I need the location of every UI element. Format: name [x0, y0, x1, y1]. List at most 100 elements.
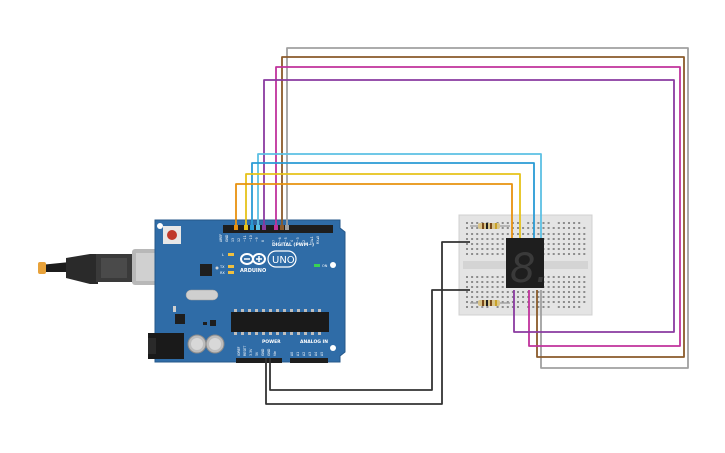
- breadboard-hole[interactable]: [578, 248, 581, 250]
- breadboard-hole[interactable]: [568, 253, 570, 255]
- breadboard-hole[interactable]: [568, 291, 570, 293]
- breadboard-hole[interactable]: [511, 296, 514, 298]
- breadboard-hole[interactable]: [557, 286, 560, 288]
- breadboard-hole[interactable]: [527, 222, 530, 224]
- breadboard-hole[interactable]: [547, 233, 550, 235]
- arduino-uno-board[interactable]: AREF GND 13 12 ~11 ~10 ~9 8 7 ~6 ~5 4 ~3…: [148, 219, 346, 363]
- breadboard-hole[interactable]: [501, 227, 504, 229]
- breadboard-hole[interactable]: [578, 243, 581, 245]
- breadboard-hole[interactable]: [481, 276, 484, 278]
- breadboard-hole[interactable]: [562, 276, 565, 278]
- breadboard-hole[interactable]: [517, 222, 519, 224]
- breadboard-hole[interactable]: [491, 253, 494, 255]
- breadboard-hole[interactable]: [466, 276, 468, 278]
- breadboard-hole[interactable]: [542, 233, 545, 235]
- breadboard-hole[interactable]: [537, 233, 540, 235]
- breadboard-hole[interactable]: [496, 291, 499, 293]
- breadboard-hole[interactable]: [562, 248, 565, 250]
- breadboard-hole[interactable]: [466, 281, 468, 283]
- breadboard-hole[interactable]: [578, 222, 581, 224]
- breadboard-hole[interactable]: [481, 306, 484, 308]
- breadboard-hole[interactable]: [481, 286, 484, 288]
- breadboard-hole[interactable]: [547, 238, 550, 240]
- breadboard-hole[interactable]: [562, 286, 565, 288]
- breadboard-hole[interactable]: [501, 253, 504, 255]
- breadboard-hole[interactable]: [552, 227, 555, 229]
- breadboard-hole[interactable]: [547, 253, 550, 255]
- breadboard-hole[interactable]: [578, 286, 581, 288]
- breadboard-hole[interactable]: [501, 238, 504, 240]
- breadboard-hole[interactable]: [471, 301, 474, 303]
- breadboard-hole[interactable]: [491, 233, 494, 235]
- breadboard-hole[interactable]: [542, 301, 545, 303]
- breadboard-hole[interactable]: [471, 286, 474, 288]
- breadboard-hole[interactable]: [506, 291, 509, 293]
- breadboard-hole[interactable]: [471, 227, 474, 229]
- breadboard-hole[interactable]: [491, 296, 494, 298]
- breadboard-hole[interactable]: [578, 281, 581, 283]
- breadboard-hole[interactable]: [537, 291, 540, 293]
- breadboard-hole[interactable]: [557, 296, 560, 298]
- breadboard-hole[interactable]: [476, 291, 479, 293]
- breadboard-hole[interactable]: [506, 233, 509, 235]
- breadboard-hole[interactable]: [557, 222, 560, 224]
- breadboard-hole[interactable]: [583, 301, 586, 303]
- reset-button-cap[interactable]: [167, 230, 177, 240]
- breadboard-hole[interactable]: [496, 243, 499, 245]
- breadboard-hole[interactable]: [573, 227, 576, 229]
- breadboard-hole[interactable]: [501, 276, 504, 278]
- breadboard-hole[interactable]: [491, 243, 494, 245]
- breadboard-hole[interactable]: [583, 227, 586, 229]
- breadboard-hole[interactable]: [506, 227, 509, 229]
- breadboard-hole[interactable]: [471, 233, 474, 235]
- breadboard-hole[interactable]: [466, 222, 468, 224]
- breadboard-hole[interactable]: [578, 291, 581, 293]
- breadboard-hole[interactable]: [496, 238, 499, 240]
- breadboard-hole[interactable]: [547, 286, 550, 288]
- breadboard-hole[interactable]: [562, 291, 565, 293]
- breadboard-hole[interactable]: [568, 227, 570, 229]
- breadboard-hole[interactable]: [466, 227, 468, 229]
- breadboard-hole[interactable]: [573, 222, 576, 224]
- breadboard-hole[interactable]: [583, 253, 586, 255]
- breadboard-hole[interactable]: [481, 291, 484, 293]
- breadboard-hole[interactable]: [471, 296, 474, 298]
- breadboard-hole[interactable]: [481, 243, 484, 245]
- breadboard-hole[interactable]: [476, 296, 479, 298]
- breadboard-hole[interactable]: [568, 276, 570, 278]
- breadboard-hole[interactable]: [471, 253, 474, 255]
- breadboard-hole[interactable]: [481, 233, 484, 235]
- breadboard-hole[interactable]: [486, 296, 489, 298]
- breadboard-hole[interactable]: [486, 238, 489, 240]
- breadboard-hole[interactable]: [573, 286, 576, 288]
- breadboard-hole[interactable]: [491, 281, 494, 283]
- breadboard-hole[interactable]: [481, 238, 484, 240]
- breadboard-hole[interactable]: [522, 296, 525, 298]
- breadboard-hole[interactable]: [476, 243, 479, 245]
- breadboard-hole[interactable]: [486, 248, 489, 250]
- breadboard-hole[interactable]: [547, 222, 550, 224]
- breadboard-hole[interactable]: [491, 291, 494, 293]
- breadboard-hole[interactable]: [486, 291, 489, 293]
- breadboard-hole[interactable]: [522, 227, 525, 229]
- breadboard-hole[interactable]: [557, 253, 560, 255]
- breadboard-hole[interactable]: [542, 306, 545, 308]
- breadboard-hole[interactable]: [568, 296, 570, 298]
- breadboard-hole[interactable]: [552, 296, 555, 298]
- breadboard-hole[interactable]: [547, 301, 550, 303]
- breadboard-hole[interactable]: [486, 276, 489, 278]
- breadboard-hole[interactable]: [578, 301, 581, 303]
- breadboard-hole[interactable]: [501, 306, 504, 308]
- breadboard-hole[interactable]: [486, 233, 489, 235]
- breadboard-hole[interactable]: [491, 286, 494, 288]
- breadboard-hole[interactable]: [466, 286, 468, 288]
- breadboard-hole[interactable]: [496, 248, 499, 250]
- breadboard-hole[interactable]: [471, 243, 474, 245]
- breadboard-hole[interactable]: [476, 276, 479, 278]
- breadboard-hole[interactable]: [562, 301, 565, 303]
- breadboard-hole[interactable]: [491, 248, 494, 250]
- breadboard-hole[interactable]: [522, 301, 525, 303]
- breadboard-hole[interactable]: [557, 276, 560, 278]
- breadboard-hole[interactable]: [501, 248, 504, 250]
- breadboard-hole[interactable]: [552, 276, 555, 278]
